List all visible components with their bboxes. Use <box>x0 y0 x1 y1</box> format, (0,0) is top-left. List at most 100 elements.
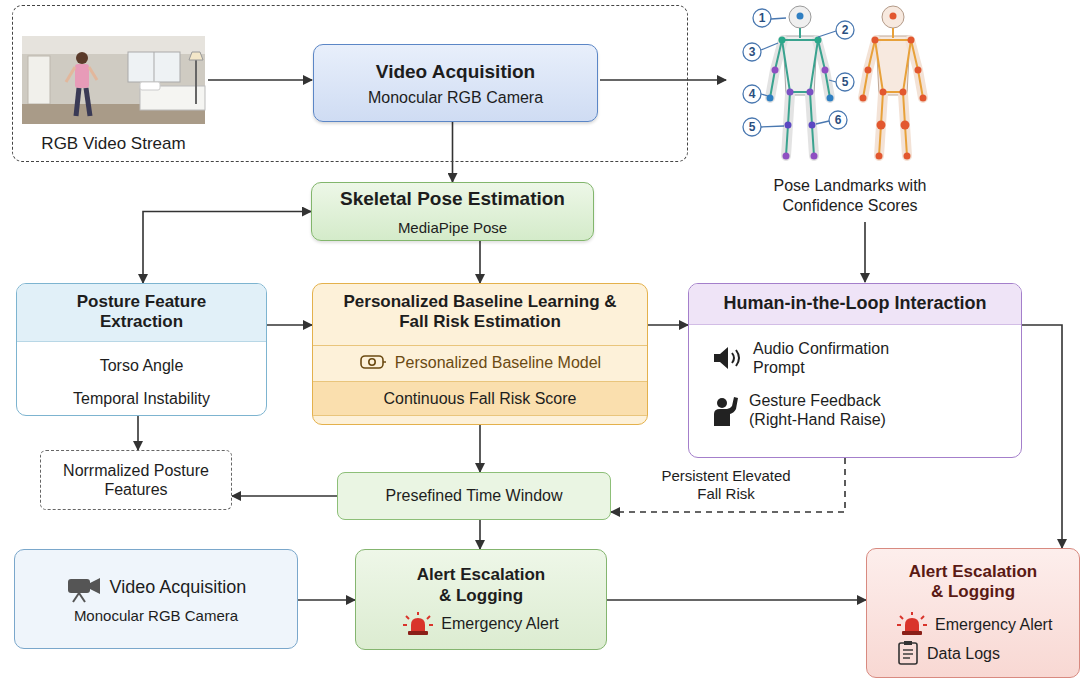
callout-markers <box>743 9 854 136</box>
pose-figure-part-part <box>807 89 814 96</box>
edge-label: Persistent Elevated Fall Risk <box>648 466 804 504</box>
box-title: Posture Feature Extraction <box>17 284 266 342</box>
callout-markers-part <box>829 80 836 82</box>
data-box: Norrmalized Posture Features <box>40 450 232 510</box>
siren-icon-part <box>897 612 927 625</box>
siren-icon <box>403 612 433 636</box>
icon-row: Personalized Baseline Model <box>359 353 601 372</box>
process-box: Video AcquisitionMonocular RGB Camera <box>313 44 598 122</box>
person-icon-part <box>717 398 727 408</box>
room-photo-part <box>86 88 90 116</box>
siren-icon-part-part <box>921 616 924 619</box>
clipboard-icon <box>897 640 919 666</box>
pose-figure-part-part <box>875 39 911 41</box>
room-photo-part <box>195 60 197 104</box>
connector-arrow <box>479 241 481 283</box>
pose-figure-part-part <box>863 40 876 98</box>
room-photo-part <box>89 67 97 80</box>
pose-figure-part-part <box>772 67 779 74</box>
pose-figure-part-part <box>865 67 872 74</box>
clipboard-icon-part-part <box>903 654 913 655</box>
pose-figure-part-part <box>910 40 923 98</box>
pose-figure-part <box>770 40 830 156</box>
callout-markers-part <box>829 111 847 129</box>
process-box: Presefined Time Window <box>337 472 611 520</box>
room-photo-part <box>22 36 205 54</box>
box-title: Video Acquisition <box>110 577 247 599</box>
pose-figure-part-part <box>877 121 886 130</box>
person-icon <box>711 394 741 426</box>
pose-figure-part-part <box>815 37 822 44</box>
callout-markers-part <box>761 126 784 127</box>
pose-figure-part-part <box>818 40 830 98</box>
pose-figure-part-part <box>785 122 792 129</box>
icon-row: Emergency Alert <box>897 612 1052 636</box>
camera-icon-part <box>90 578 100 594</box>
pose-figure <box>860 6 927 160</box>
connector-arrow <box>298 599 355 601</box>
pose-figure-part-part <box>860 95 867 102</box>
camera-icon-part <box>73 593 79 602</box>
camera-icon <box>66 573 102 603</box>
pose-figure-part <box>863 40 923 156</box>
connector-arrow <box>232 495 337 497</box>
pose-figure-part-part <box>783 153 790 160</box>
clipboard-icon-part <box>899 643 917 664</box>
figure-caption: Pose Landmarks with Confidence Scores <box>755 176 945 216</box>
callout-markers-part <box>818 31 836 37</box>
pose-figure-part-part <box>911 40 923 98</box>
siren-icon-part-part <box>900 616 903 619</box>
box-text: Monocular RGB Camera <box>368 88 543 107</box>
baseline-icon-part <box>383 362 386 364</box>
callout-number: 5 <box>743 118 761 136</box>
pose-figure-part-part <box>863 40 875 98</box>
pose-figure-part <box>783 36 817 95</box>
pose-figure-part-part <box>920 95 927 102</box>
connector-arrow <box>479 425 481 472</box>
room-photo-part <box>128 52 180 82</box>
alert-box: Alert Escalation & LoggingEmergency Aler… <box>355 549 607 650</box>
siren-icon-part <box>902 631 922 635</box>
input-box: Video AcquisitionMonocular RGB Camera <box>14 549 298 649</box>
pose-figure-part-part <box>827 95 834 102</box>
connector-arrow <box>607 599 866 601</box>
pose-figure-part-part <box>901 121 910 130</box>
callout-markers-part <box>771 18 786 19</box>
pose-figure-part-part <box>875 40 911 92</box>
connector-arrow <box>137 416 139 450</box>
callout-number: 3 <box>743 43 761 61</box>
box-text: Audio Confirmation Prompt <box>753 339 918 377</box>
pose-figure-part <box>876 36 910 95</box>
pose-figure-part-part <box>872 37 879 44</box>
box-text: MediaPipe Pose <box>398 219 507 237</box>
camera-icon-part <box>79 593 85 602</box>
icon-row: Gesture Feedback (Right-Hand Raise) <box>711 391 914 429</box>
process-box: Human-in-the-Loop InteractionAudio Confi… <box>688 283 1022 458</box>
pose-figure-part-part <box>915 67 922 74</box>
siren-icon-part <box>411 618 425 632</box>
callout-number: 2 <box>836 21 854 39</box>
pose-figure <box>767 6 834 160</box>
clipboard-icon-part <box>904 641 912 645</box>
pose-figure-part-part <box>822 67 829 74</box>
box-title: Norrmalized Posture Features <box>61 461 211 499</box>
pose-figure-part <box>863 28 923 156</box>
alert-box: Alert Escalation & LoggingEmergency Aler… <box>866 548 1080 678</box>
connector-arrow <box>611 458 845 512</box>
siren-icon-part-part <box>403 624 407 626</box>
pose-figure-part-part <box>770 40 783 98</box>
callout-markers-part <box>761 94 768 96</box>
siren-icon-part-part <box>911 612 913 615</box>
room-photo-part <box>28 56 50 104</box>
pose-figure-part-part <box>782 39 818 41</box>
flow-arrows-part <box>208 79 312 81</box>
callout-number: 6 <box>829 111 847 129</box>
box-title: Human-in-the-Loop Interaction <box>689 284 1021 325</box>
pose-figure-part <box>882 6 904 28</box>
box-title: Presefined Time Window <box>386 486 563 505</box>
pose-figure-part-part <box>811 153 818 160</box>
room-photo-part <box>140 82 160 90</box>
callout-markers-part <box>836 73 854 91</box>
icon-row: Data Logs <box>897 640 1000 666</box>
